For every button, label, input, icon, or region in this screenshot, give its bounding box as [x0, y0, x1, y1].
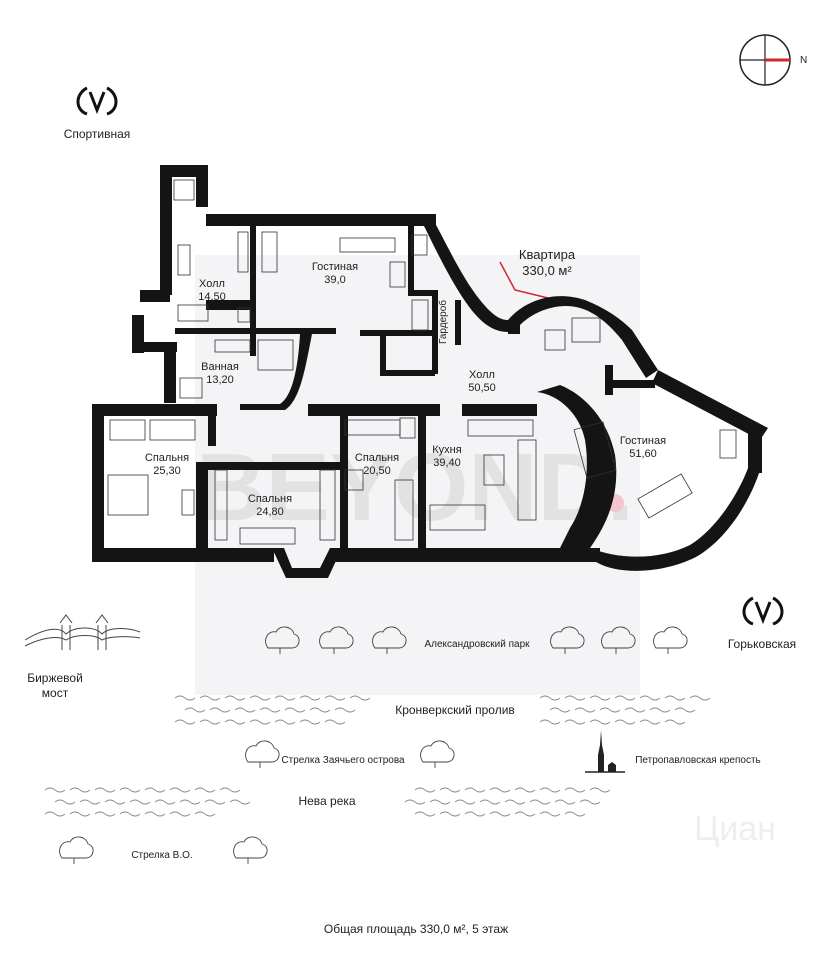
room-area: 13,20: [206, 374, 234, 386]
apartment-title: Квартира: [519, 247, 576, 262]
bridge-label-line1: Биржевой: [27, 671, 83, 685]
room-name: Спальня: [145, 452, 189, 464]
park-label: Александровский парк: [424, 639, 530, 650]
room-name: Гостиная: [312, 261, 358, 273]
furniture: [107, 179, 737, 545]
room-name: Гардероб: [437, 300, 449, 344]
room-area: 25,30: [153, 465, 181, 477]
room-name: Холл: [199, 278, 225, 290]
vo-tip-label: Стрелка В.О.: [131, 850, 192, 861]
water-waves-river: [44, 787, 611, 817]
compass-label: N: [800, 55, 807, 66]
water-waves-strait: [174, 695, 711, 725]
fortress-icon: [585, 730, 625, 773]
room-name: Гостиная: [620, 435, 666, 447]
room-name: Ванная: [201, 361, 239, 373]
room-name: Спальня: [248, 493, 292, 505]
watermark-logo: BEYOND.: [196, 434, 633, 541]
room-area: 24,80: [256, 506, 284, 518]
watermark-cian: Циан: [694, 810, 776, 848]
room-area: 39,40: [433, 457, 461, 469]
metro-icon: [76, 86, 118, 116]
apartment-area: 330,0 м²: [522, 263, 572, 278]
room-labels: Холл 14,50 Гостиная 39,0 Ванная 13,20 Га…: [145, 261, 666, 518]
room-area: 51,60: [629, 448, 657, 460]
room-name: Холл: [469, 369, 495, 381]
metro-station-left: Спортивная: [64, 127, 131, 141]
river-label: Нева река: [298, 794, 355, 808]
metro-station-right: Горьковская: [728, 637, 796, 651]
footer-total-area: Общая площадь 330,0 м², 5 этаж: [324, 922, 508, 936]
room-area: 39,0: [324, 274, 345, 286]
room-area: 20,50: [363, 465, 391, 477]
metro-icon: [742, 596, 784, 626]
island-tip-label: Стрелка Заячьего острова: [281, 755, 405, 766]
bridge-icon: [24, 614, 141, 650]
fortress-label: Петропавловская крепость: [635, 755, 761, 766]
room-name: Кухня: [432, 444, 461, 456]
room-name: Спальня: [355, 452, 399, 464]
bridge-label-line2: мост: [42, 686, 69, 700]
tree-icon-group: [59, 626, 688, 864]
room-area: 14,50: [198, 291, 226, 303]
strait-label: Кронверкский пролив: [395, 703, 515, 717]
compass-icon: [739, 34, 791, 86]
apartment-pointer: [499, 261, 549, 299]
room-area: 50,50: [468, 382, 496, 394]
walls: [92, 165, 768, 578]
